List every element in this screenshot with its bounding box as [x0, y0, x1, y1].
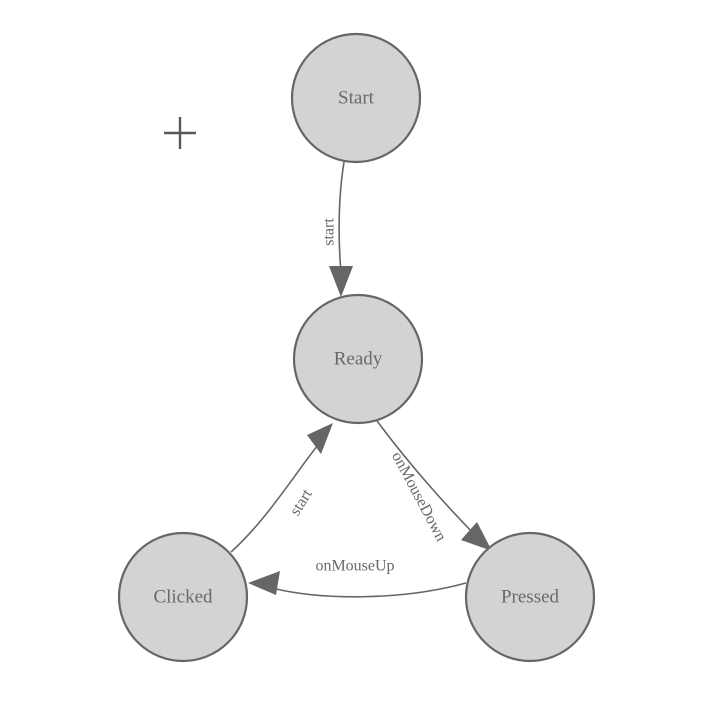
edge-label-pressed-to-clicked: onMouseUp: [315, 558, 394, 575]
node-clicked-circle[interactable]: [117, 531, 249, 663]
arrowhead-into-pressed-from-ready: [461, 522, 492, 551]
edge-start-to-ready[interactable]: start: [321, 161, 353, 297]
node-clicked-label: Clicked: [153, 586, 213, 607]
node-ready-label: Ready: [334, 348, 383, 369]
edge-label-ready-to-pressed: onMouseDown: [388, 449, 449, 544]
arrowhead-into-clicked-from-pressed: [248, 571, 280, 595]
arrowhead-into-ready-from-clicked: [307, 423, 333, 454]
node-start[interactable]: Start: [290, 32, 422, 164]
node-pressed[interactable]: Pressed: [464, 531, 596, 663]
edge-pressed-to-clicked[interactable]: onMouseUp: [248, 558, 467, 598]
node-pressed-circle[interactable]: [464, 531, 596, 663]
node-start-label: Start: [338, 87, 375, 108]
edge-path-start-to-ready: [338, 161, 345, 273]
node-ready[interactable]: Ready: [292, 293, 424, 425]
node-ready-circle[interactable]: [292, 293, 424, 425]
edge-ready-to-pressed[interactable]: onMouseDown: [371, 413, 492, 551]
edge-clicked-to-ready[interactable]: start: [230, 423, 333, 553]
arrowhead-into-ready-from-start: [329, 266, 353, 297]
edge-label-clicked-to-ready: start: [287, 486, 316, 519]
node-clicked[interactable]: Clicked: [117, 531, 249, 663]
edge-path-pressed-to-clicked: [271, 582, 467, 598]
edge-label-start-to-ready: start: [321, 218, 338, 246]
node-pressed-label: Pressed: [501, 586, 560, 607]
crosshair-icon: [164, 117, 196, 149]
edge-path-clicked-to-ready: [230, 439, 323, 553]
node-start-circle[interactable]: [290, 32, 422, 164]
